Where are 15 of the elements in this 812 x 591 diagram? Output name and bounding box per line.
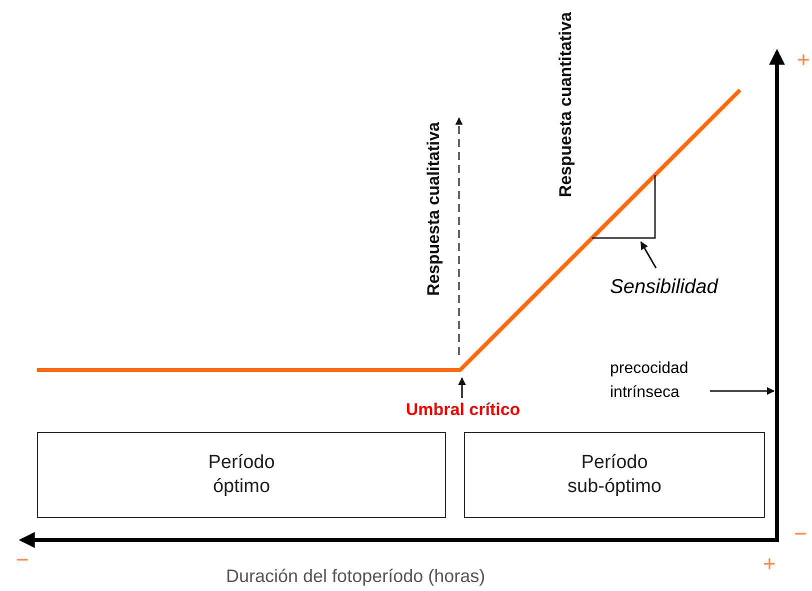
sensitivity-label: Sensibilidad xyxy=(610,276,755,304)
axis-title: Duración del fotoperíodo (horas) xyxy=(226,566,486,587)
plus-sign: + xyxy=(763,552,776,576)
minus-sign: − xyxy=(794,522,807,546)
plus-sign: + xyxy=(797,48,810,72)
period-box: Período óptimo xyxy=(37,432,446,518)
leader-line xyxy=(640,241,657,268)
period-box: Período sub-óptimo xyxy=(464,432,765,518)
axis-label: Respuesta cualitativa xyxy=(424,122,444,296)
leader-line xyxy=(710,387,775,395)
minus-sign: − xyxy=(16,548,29,572)
threshold-label: Umbral crítico xyxy=(388,400,538,424)
leader-line xyxy=(458,377,466,398)
axis-label: Respuesta cuantitativa xyxy=(556,12,576,198)
precocity-label: precocidad intrínseca xyxy=(610,357,725,407)
